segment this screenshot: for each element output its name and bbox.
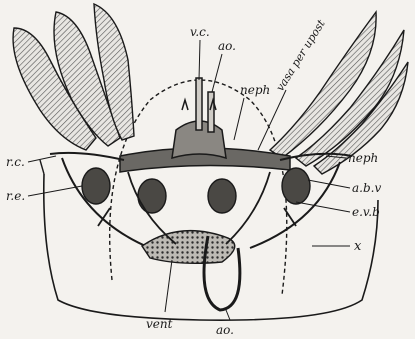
left-arch (62, 158, 150, 248)
label-rc: r.c. (6, 155, 25, 169)
label-re: r.e. (6, 189, 25, 203)
gill-left-group (13, 4, 134, 150)
ventral-vessel-shape (142, 231, 235, 264)
vc-vessel (196, 78, 202, 130)
label-x: x (354, 239, 362, 254)
body-wall-left-edge (40, 160, 44, 174)
sac-left-inner (138, 179, 166, 213)
label-neph-right: neph (348, 151, 378, 165)
leader-re (28, 186, 82, 196)
vessel-cross-4 (284, 208, 296, 226)
arrow-up-left (182, 100, 188, 110)
leader-vent (165, 260, 172, 312)
label-neph-top: neph (240, 83, 270, 97)
label-evb: e.v.b (352, 205, 380, 219)
label-ao-bottom: ao. (216, 323, 234, 337)
leader-vc (199, 40, 200, 80)
leader-ao-bottom (226, 310, 230, 320)
leader-neph-top (234, 98, 244, 140)
gill-right-group (270, 12, 408, 174)
sac-right-inner (208, 179, 236, 213)
label-abv: a.b.v (352, 181, 381, 195)
left-lateral-vessel (50, 153, 124, 160)
label-ao-top: ao. (218, 39, 236, 53)
leader-ao-top (212, 54, 222, 92)
leader-evb (296, 202, 350, 212)
label-vent: vent (146, 317, 173, 331)
leader-rc (28, 156, 56, 162)
label-vc: v.c. (190, 25, 210, 39)
sac-right-outer (282, 168, 310, 204)
label-vasa-per-upost: vasa per upost (274, 17, 329, 94)
sac-left-outer (82, 168, 110, 204)
